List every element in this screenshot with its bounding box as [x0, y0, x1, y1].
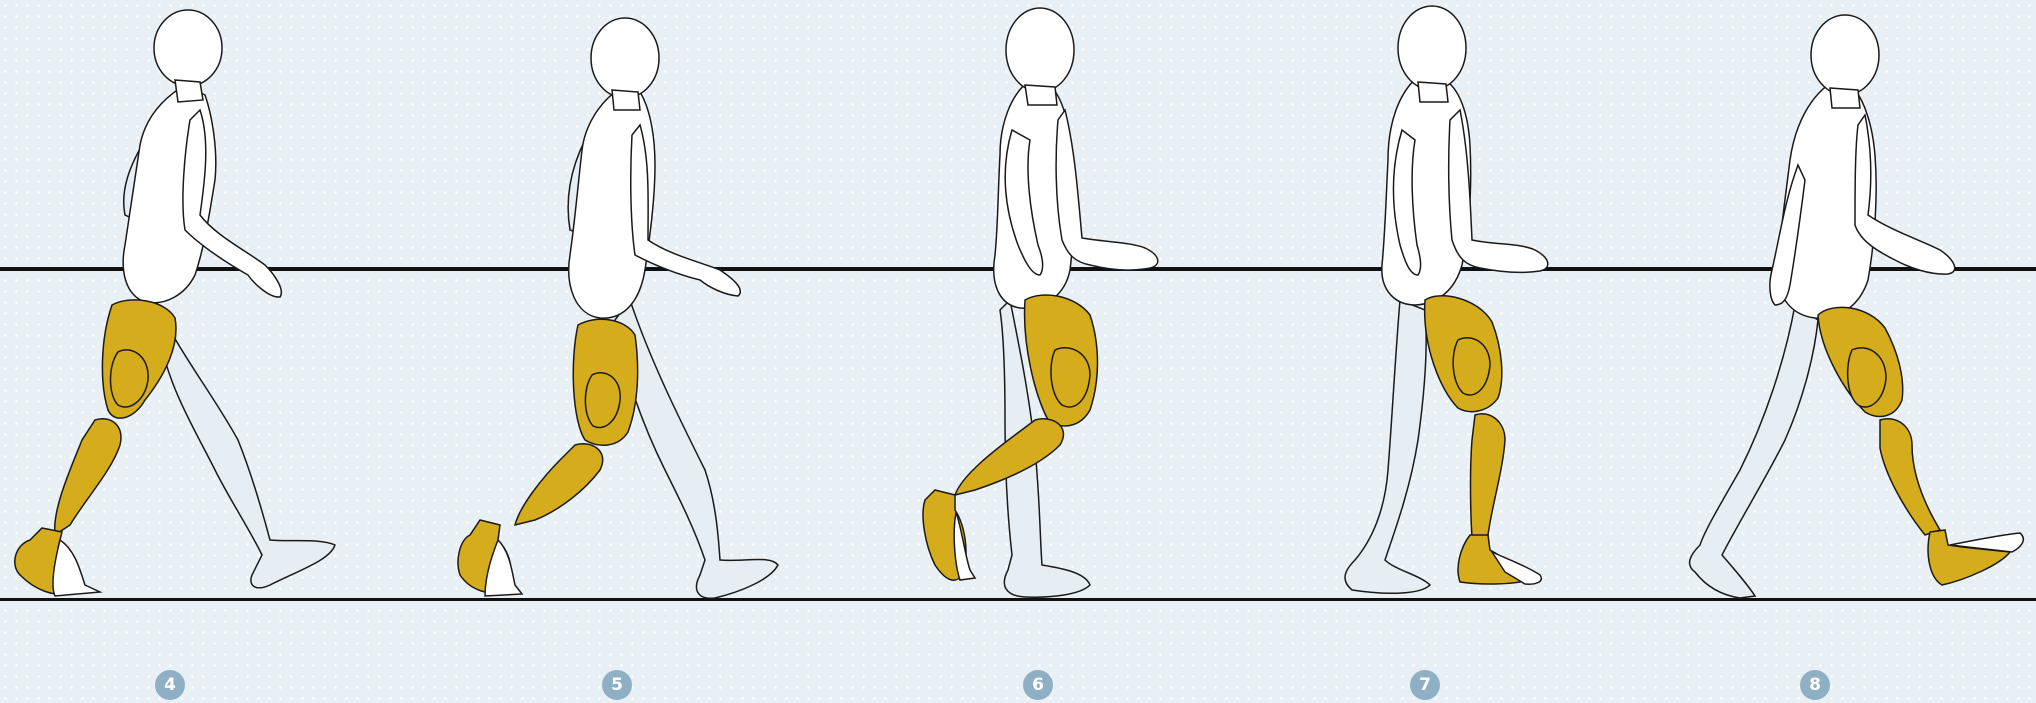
step-number-badge: 5 [602, 670, 632, 700]
prosthetic-shin [515, 444, 603, 525]
neck [612, 90, 640, 110]
neck [175, 80, 203, 102]
neck [1418, 82, 1448, 102]
head [1006, 8, 1074, 92]
figure-step-4 [15, 10, 335, 596]
figure-step-7 [1345, 6, 1548, 593]
neck [1025, 85, 1057, 105]
prosthetic-shin [55, 419, 121, 535]
foot-cover [53, 540, 100, 596]
foot-cover [954, 512, 975, 580]
figure-step-5 [458, 18, 778, 598]
head [154, 10, 222, 86]
head [1398, 6, 1466, 90]
front-arm [183, 110, 281, 297]
prosthetic-shin [1471, 414, 1506, 538]
prosthetic-knee [1848, 348, 1886, 407]
back-leg [150, 278, 335, 588]
neck [1830, 88, 1860, 108]
prosthetic-knee [1051, 348, 1090, 407]
back-leg [1345, 300, 1430, 593]
prosthetic-shin [1880, 419, 1940, 535]
head [591, 18, 659, 98]
head [1811, 15, 1879, 95]
front-arm [1449, 110, 1548, 272]
step-number-badge: 6 [1023, 670, 1053, 700]
step-number-badge: 4 [155, 670, 185, 700]
step-number-badge: 8 [1800, 670, 1830, 700]
front-arm [1056, 110, 1158, 270]
step-number-badge: 7 [1410, 670, 1440, 700]
figure-step-8 [1690, 15, 2024, 598]
figure-step-6 [923, 8, 1158, 597]
back-leg [1690, 305, 1818, 598]
back-leg [615, 300, 778, 598]
